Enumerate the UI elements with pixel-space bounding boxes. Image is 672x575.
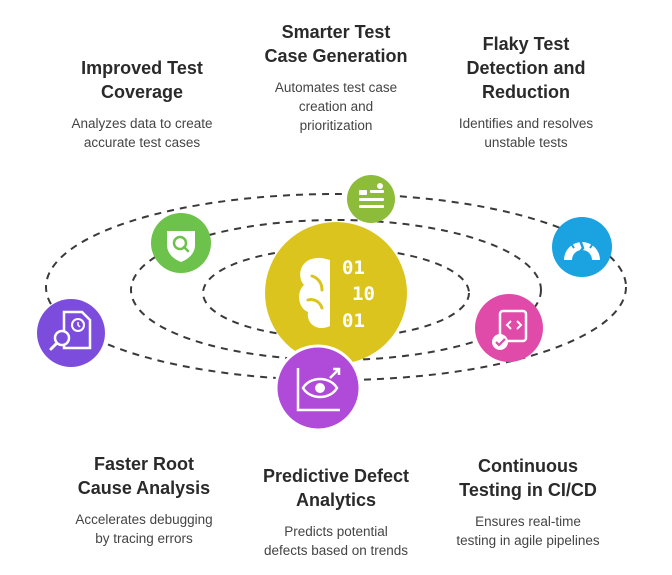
smarter-generation-title: Smarter Test Case Generation [264, 22, 408, 66]
code-check-icon [492, 309, 528, 350]
robot-list-icon [359, 183, 384, 208]
predictive-analytics-node [274, 344, 362, 432]
predictive-analytics-block: Predictive Defect Analytics Predicts pot… [236, 464, 436, 560]
center-node: 01 10 01 [265, 222, 407, 364]
continuous-testing-node [475, 294, 543, 362]
middle-orbit [130, 219, 542, 361]
center-circle [265, 222, 407, 364]
document-search-icon [49, 310, 92, 351]
flaky-detection-desc: Identifies and resolves unstable tests [458, 116, 594, 150]
brain-binary-icon: 01 10 01 [299, 257, 375, 332]
flaky-detection-block: Flaky Test Detection and Reduction Ident… [426, 32, 626, 152]
root-cause-node [37, 299, 105, 367]
predictive-analytics-desc: Predicts potential defects based on tren… [263, 524, 409, 558]
shield-search-icon [167, 231, 195, 262]
smarter-generation-block: Smarter Test Case Generation Automates t… [226, 20, 446, 135]
broken-gauge-icon [563, 234, 600, 263]
root-cause-block: Faster Root Cause Analysis Accelerates d… [44, 452, 244, 548]
flaky-detection-node [552, 217, 612, 277]
binary-line-1: 01 [342, 257, 365, 279]
improved-coverage-block: Improved Test Coverage Analyzes data to … [42, 56, 242, 152]
binary-line-2: 10 [352, 283, 375, 305]
improved-coverage-node [151, 213, 211, 273]
continuous-testing-title: Continuous Testing in CI/CD [459, 456, 597, 500]
flaky-detection-title: Flaky Test Detection and Reduction [466, 34, 586, 102]
predictive-analytics-title: Predictive Defect Analytics [262, 466, 410, 510]
improved-coverage-desc: Analyzes data to create accurate test ca… [71, 116, 213, 150]
improved-coverage-title: Improved Test Coverage [81, 58, 203, 102]
continuous-testing-block: Continuous Testing in CI/CD Ensures real… [428, 454, 628, 550]
smarter-generation-desc: Automates test case creation and priorit… [274, 80, 398, 133]
eye-chart-icon [296, 367, 341, 412]
smarter-generation-node [347, 175, 395, 223]
root-cause-title: Faster Root Cause Analysis [77, 454, 211, 498]
continuous-testing-desc: Ensures real-time testing in agile pipel… [456, 514, 600, 548]
binary-line-3: 01 [342, 310, 365, 332]
root-cause-desc: Accelerates debugging by tracing errors [75, 512, 213, 546]
outer-orbit [45, 193, 627, 381]
